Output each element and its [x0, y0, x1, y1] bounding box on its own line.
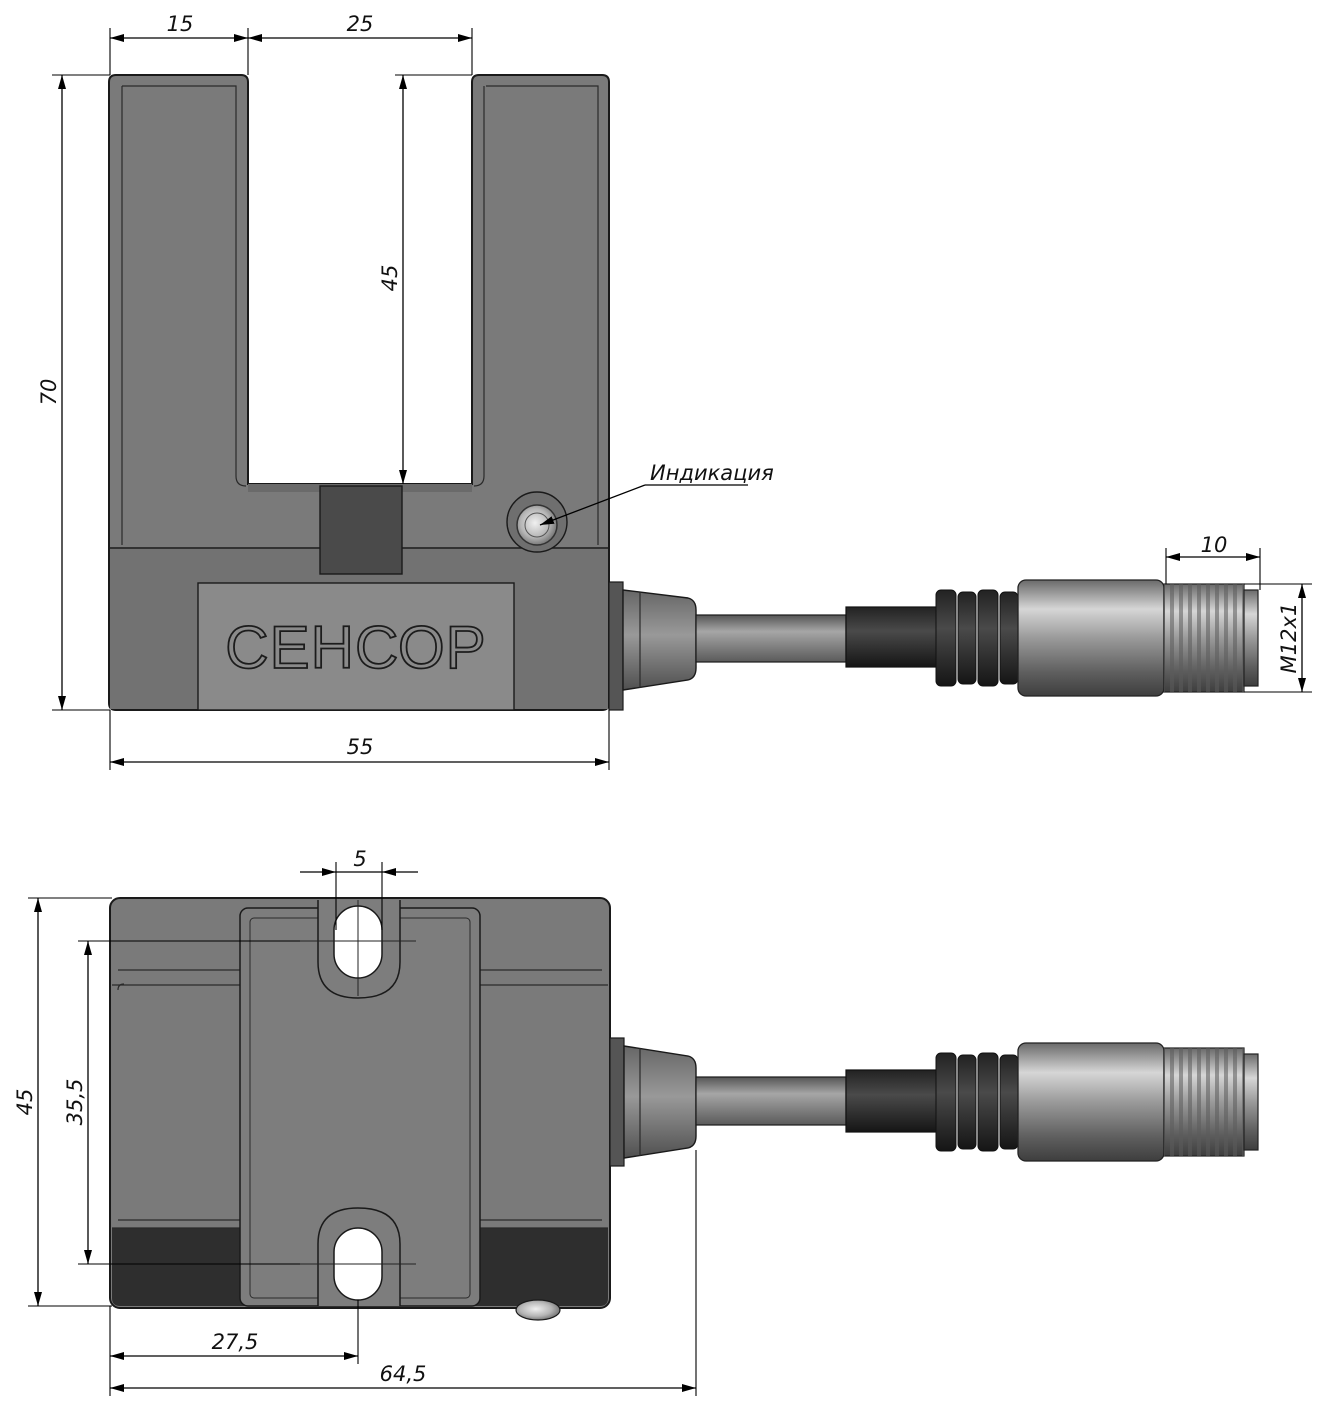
dim-slot-width: 25 — [347, 12, 374, 36]
dim-left-arm-width: 15 — [167, 12, 194, 36]
logo-text: СЕНСОР — [225, 614, 486, 681]
connector-front — [845, 579, 1259, 697]
dim-slot-width-top: 5 — [353, 847, 366, 871]
dim-hole-spacing: 35,5 — [63, 1079, 87, 1126]
dim-hole-offset: 27,5 — [212, 1330, 259, 1354]
dim-total-height: 70 — [37, 379, 61, 406]
dim-total-width: 55 — [347, 735, 374, 759]
cable-gland-top — [609, 1037, 697, 1167]
cable-front — [695, 614, 847, 663]
led-indicator — [506, 491, 568, 553]
emitter-block — [319, 485, 403, 575]
front-view: СЕНСОР 15 — [37, 12, 1312, 770]
cable-gland-front — [608, 581, 697, 711]
dim-thread-length: 10 — [1201, 533, 1228, 557]
led-indicator-top — [515, 1299, 561, 1321]
dim-total-depth: 45 — [13, 1089, 37, 1116]
label-indicator: Индикация — [650, 461, 774, 485]
top-view: 5 45 35,5 27,5 64,5 — [13, 847, 1259, 1396]
dim-slot-depth: 45 — [378, 265, 402, 292]
connector-top — [845, 1042, 1259, 1162]
cable-top — [695, 1076, 847, 1126]
logo-plate — [197, 582, 515, 711]
dim-thread-size: M12x1 — [1277, 603, 1301, 674]
dim-total-length: 64,5 — [380, 1362, 427, 1386]
